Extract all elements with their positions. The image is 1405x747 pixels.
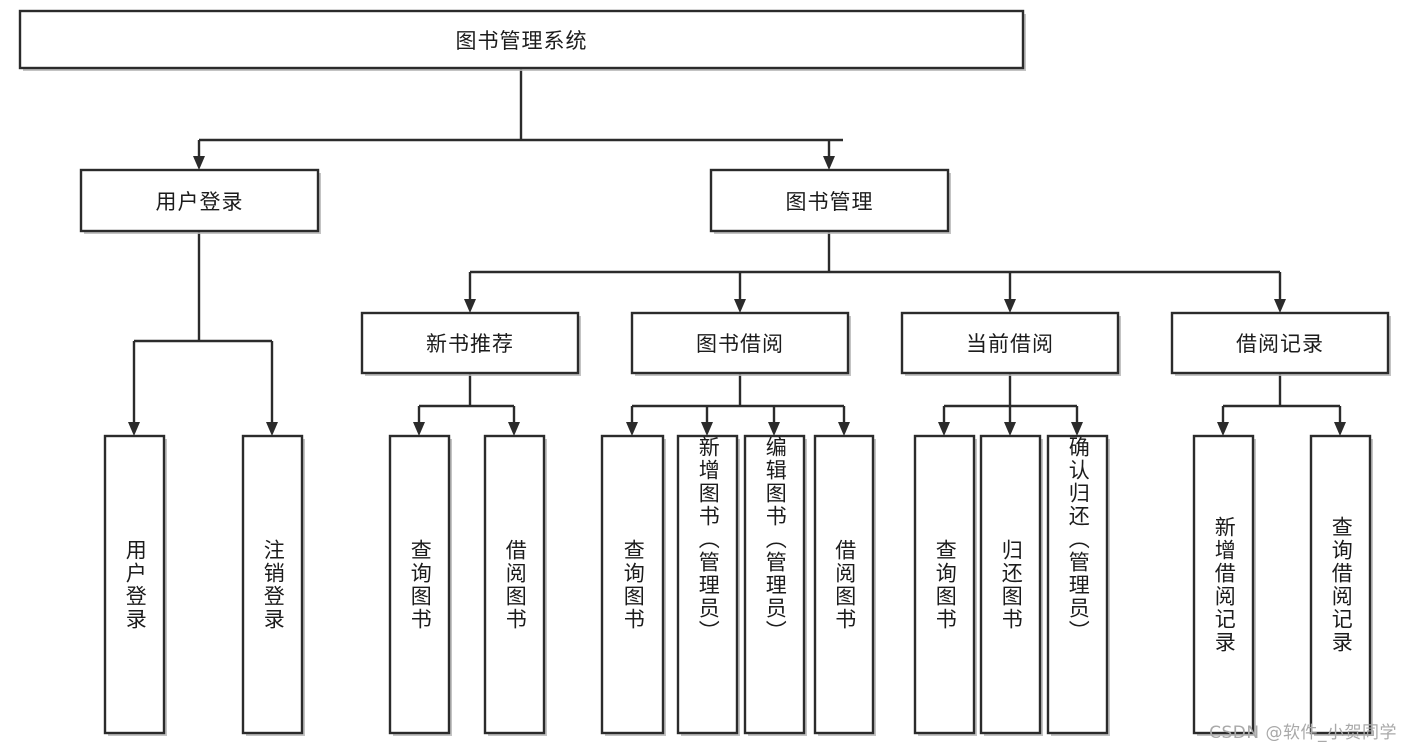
node-box-leaf-4[interactable]: [600, 434, 665, 735]
arrow-br-leaf2: [1334, 422, 1346, 436]
arrow-user-login-leaf2: [266, 422, 278, 436]
edge-group: [128, 68, 1346, 436]
arrow-user-login-leaf1: [128, 422, 140, 436]
node-box-leaf-12[interactable]: [1309, 434, 1372, 735]
node-box-leaf-10[interactable]: [1046, 434, 1109, 735]
node-box-current-borrow[interactable]: [900, 311, 1120, 375]
node-box-leaf-2[interactable]: [388, 434, 451, 735]
arrow-bb-leaf2: [701, 422, 713, 436]
node-box-leaf-7[interactable]: [813, 434, 875, 735]
node-box-leaf-3[interactable]: [483, 434, 546, 735]
arrow-to-user-login: [193, 156, 205, 170]
node-box-leaf-8[interactable]: [913, 434, 976, 735]
arrow-cb-leaf1: [938, 422, 950, 436]
node-box-borrow-record[interactable]: [1170, 311, 1390, 375]
node-box-root[interactable]: [18, 9, 1025, 70]
node-box-leaf-11[interactable]: [1192, 434, 1255, 735]
arrow-bb-leaf1: [626, 422, 638, 436]
node-box-leaf-5[interactable]: [676, 434, 739, 735]
node-box-book-borrow[interactable]: [630, 311, 850, 375]
arrow-bb-leaf3: [768, 422, 780, 436]
node-box-user-login[interactable]: [79, 168, 320, 233]
arrow-to-book-mgmt: [823, 156, 835, 170]
arrow-cb-leaf2: [1004, 422, 1016, 436]
arrow-nbr-leaf1: [413, 422, 425, 436]
csdn-watermark: CSDN @软件_小贺同学: [1209, 723, 1397, 743]
node-box-leaf-0[interactable]: [103, 434, 166, 735]
arrow-to-current-borrow: [1004, 299, 1016, 313]
node-box-new-book-rec[interactable]: [360, 311, 580, 375]
arrow-nbr-leaf2: [508, 422, 520, 436]
arrow-bb-leaf4: [838, 422, 850, 436]
node-box-leaf-6[interactable]: [743, 434, 806, 735]
arrow-br-leaf1: [1217, 422, 1229, 436]
node-group: [18, 9, 1391, 736]
arrow-to-book-borrow: [734, 299, 746, 313]
node-box-leaf-1[interactable]: [241, 434, 304, 735]
node-box-leaf-9[interactable]: [979, 434, 1042, 735]
arrow-cb-leaf3: [1071, 422, 1083, 436]
node-box-book-mgmt[interactable]: [709, 168, 950, 233]
arrow-to-borrow-record: [1274, 299, 1286, 313]
arrow-to-new-book-rec: [464, 299, 476, 313]
